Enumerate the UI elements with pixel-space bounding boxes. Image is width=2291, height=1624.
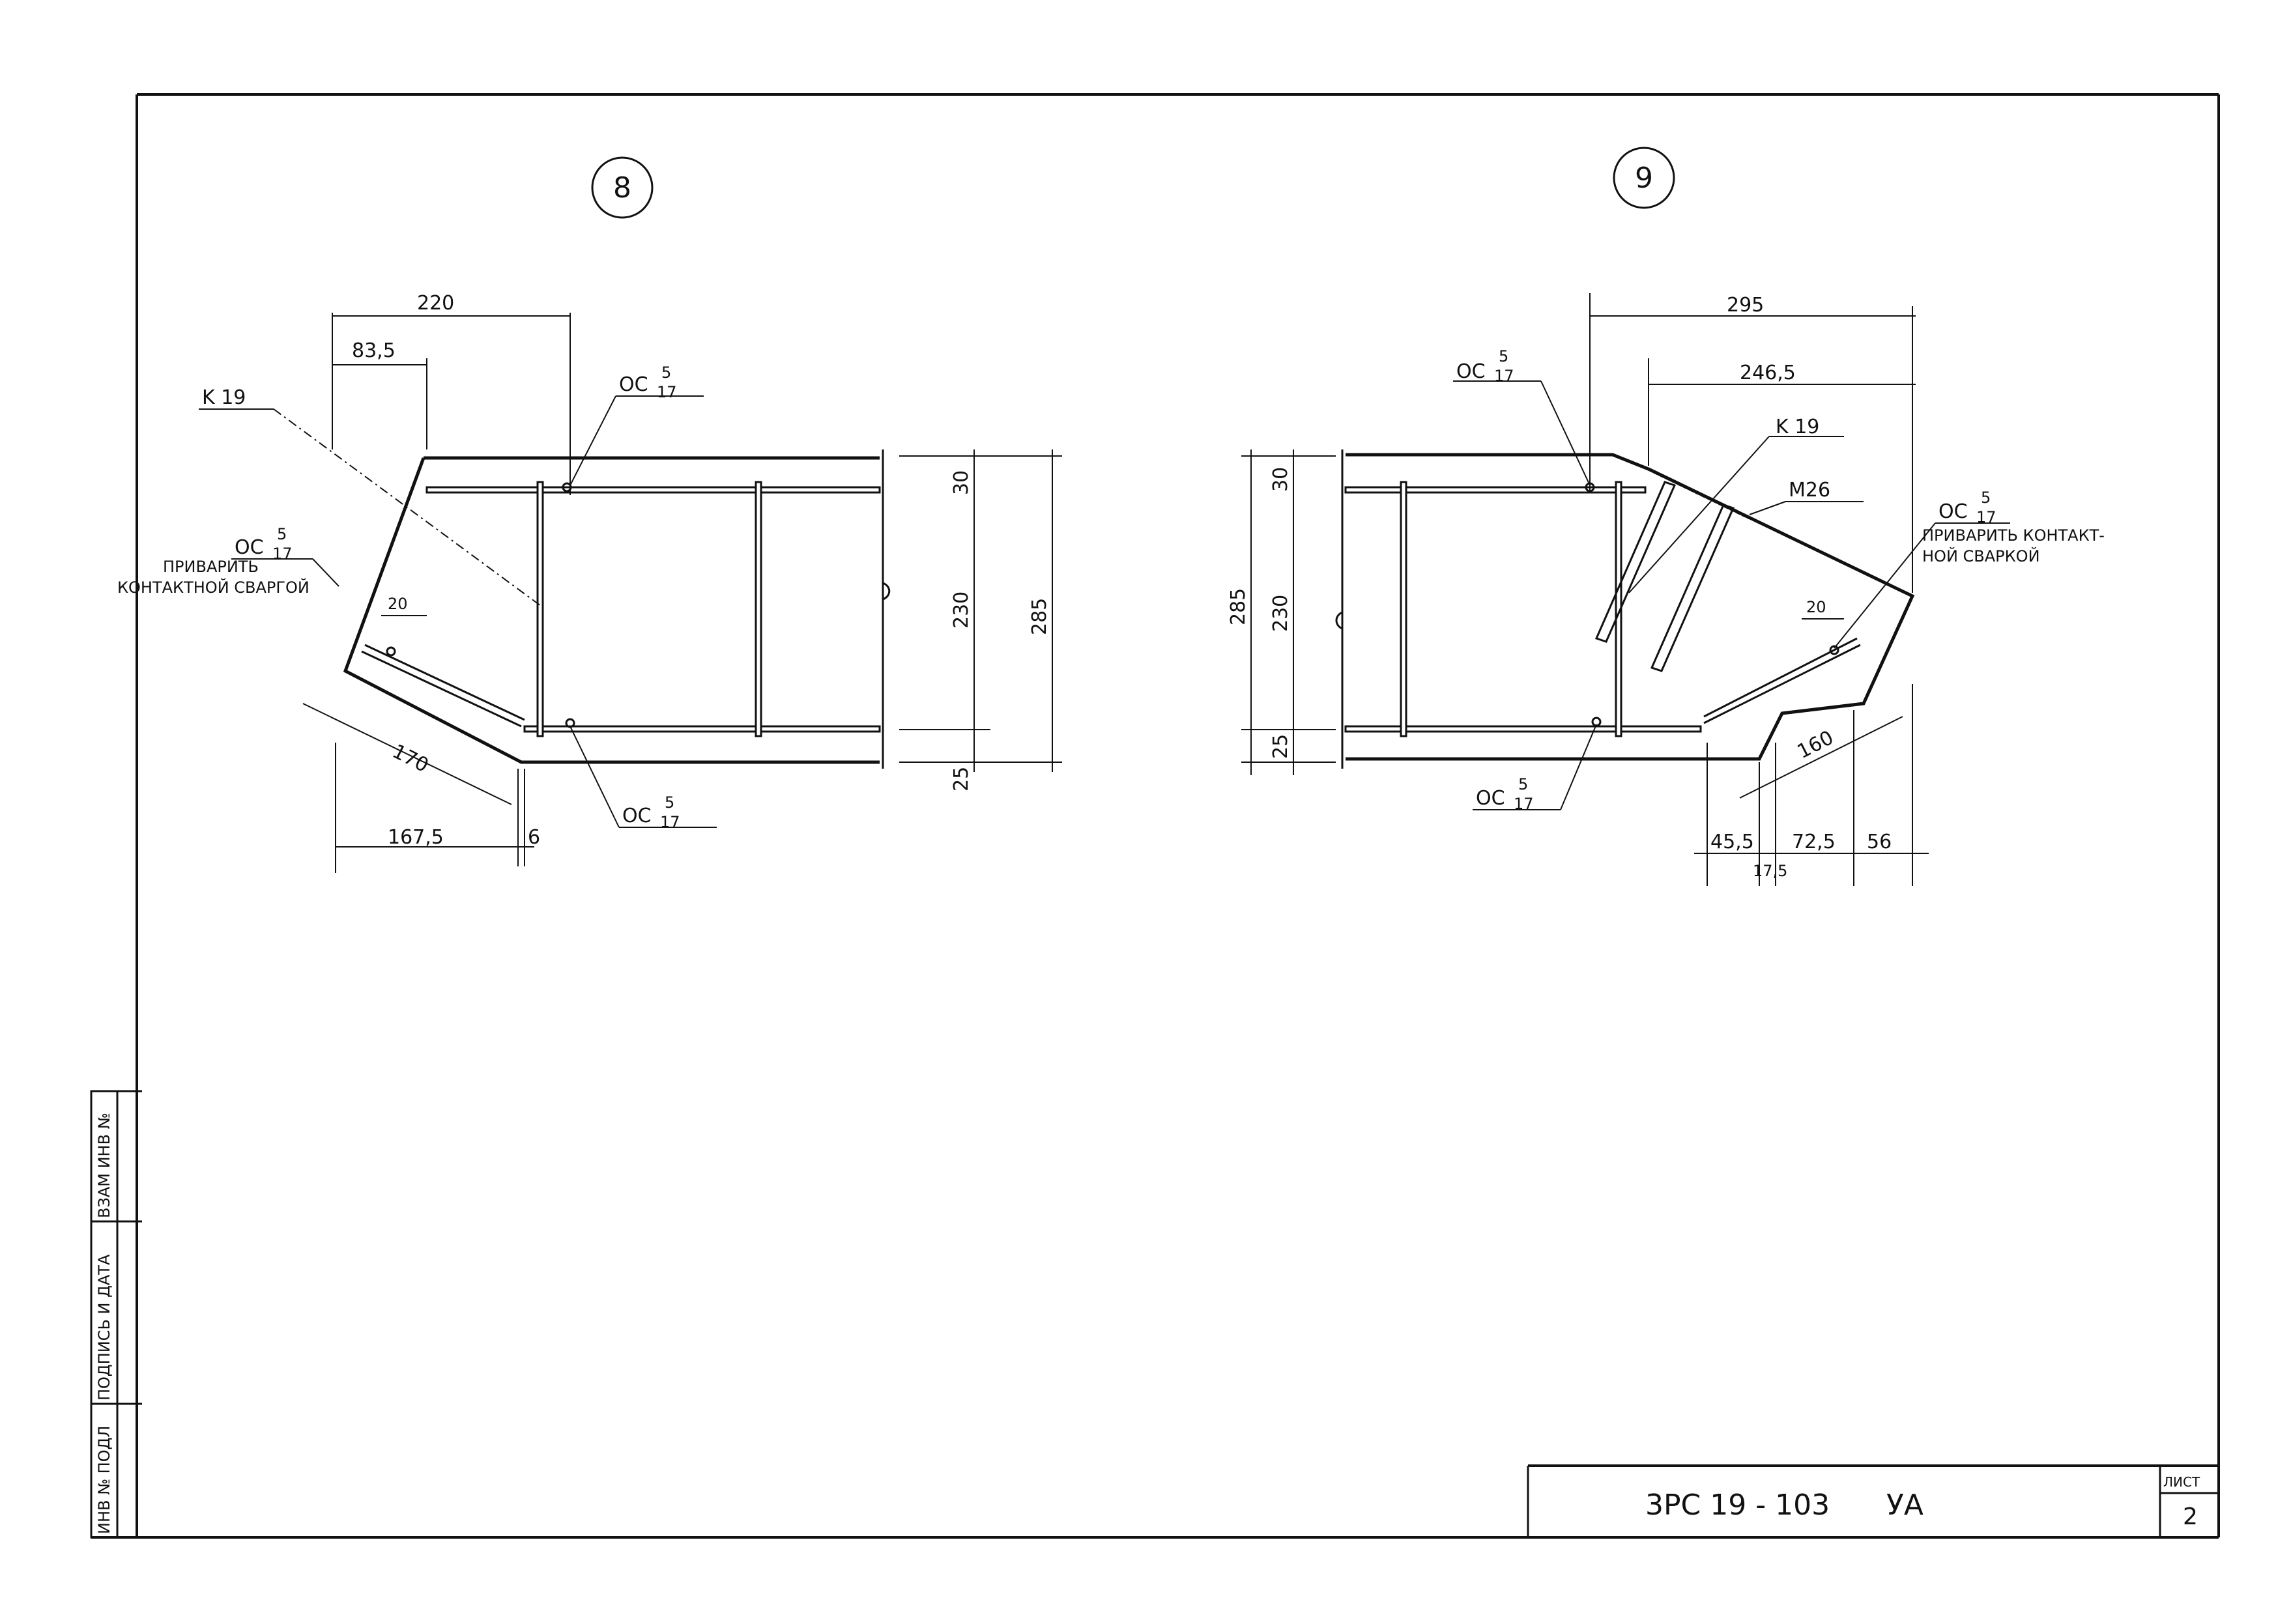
dim-30: 30 bbox=[950, 470, 973, 495]
label-weld-line1: ПРИВАРИТЬ bbox=[163, 558, 259, 576]
figure-8-number: 8 bbox=[613, 171, 631, 205]
label-oc-bottom-num: 5 bbox=[665, 793, 674, 812]
stamp-inv-original: ИНВ № ПОДЛ bbox=[95, 1426, 113, 1534]
sheet-number: 2 bbox=[2183, 1503, 2198, 1530]
title-block: 3PC 19 - 103 УА ЛИСТ 2 bbox=[1527, 1464, 2219, 1537]
document-suffix: УА bbox=[1886, 1489, 1924, 1522]
label-oc-left-den: 17 bbox=[272, 545, 293, 563]
label-m26: M26 bbox=[1789, 479, 1830, 502]
label-oc-left: OC bbox=[235, 536, 264, 559]
sheet-frame bbox=[91, 93, 2220, 1539]
figure-9-top-dims: 295 246,5 bbox=[1589, 293, 1916, 593]
dim-220: 220 bbox=[417, 292, 454, 315]
label-oc-bottom: OC bbox=[1476, 787, 1505, 810]
dim-45-5: 45,5 bbox=[1710, 831, 1754, 853]
figure-8-right-dims: 30 230 285 25 bbox=[899, 449, 1062, 791]
figure-9-outline bbox=[1346, 453, 1915, 761]
figure-8-cage bbox=[361, 481, 881, 737]
dim-20: 20 bbox=[388, 595, 408, 613]
label-oc-top-num: 5 bbox=[1499, 347, 1508, 365]
label-oc-top: OC bbox=[619, 373, 648, 396]
figure-8-top-dims: 220 83,5 bbox=[332, 292, 571, 495]
label-weld-line2: КОНТАКТНОЙ СВАРГОЙ bbox=[117, 578, 310, 597]
dim-72-5: 72,5 bbox=[1792, 831, 1836, 853]
label-weld-line1: ПРИВАРИТЬ КОНТАКТ- bbox=[1922, 526, 2105, 545]
dim-170: 170 bbox=[388, 740, 432, 777]
dim-6: 6 bbox=[528, 826, 540, 849]
figure-8-outline bbox=[343, 456, 880, 764]
label-weld-line2: НОЙ СВАРКОЙ bbox=[1922, 547, 2040, 565]
dim-167-5: 167,5 bbox=[388, 826, 444, 849]
dim-246-5: 246,5 bbox=[1740, 362, 1796, 384]
figure-8-labels: K 19 OC 5 17 OC 5 17 ПРИВАРИТЬ КОНТАКТНО… bbox=[117, 363, 717, 831]
figure-8-bottom-dims: 170 167,5 6 20 bbox=[302, 595, 540, 873]
figure-9-marker bbox=[1613, 147, 1675, 209]
label-oc-bottom-den: 17 bbox=[660, 813, 680, 831]
figure-9-labels: OC 5 17 K 19 M26 OC 5 17 ПРИВАРИТЬ КОНТА… bbox=[1453, 347, 2105, 813]
dim-17-5: 17,5 bbox=[1753, 862, 1787, 880]
label-oc-bottom: OC bbox=[622, 805, 652, 827]
label-k19: K 19 bbox=[1776, 416, 1819, 438]
figure-9: 9 295 246,5 bbox=[1227, 147, 2105, 886]
label-oc-top-den: 17 bbox=[1494, 367, 1514, 385]
dim-285: 285 bbox=[1028, 598, 1051, 635]
document-code: 3PC 19 - 103 bbox=[1645, 1489, 1830, 1522]
label-oc-right-num: 5 bbox=[1981, 489, 1991, 507]
dim-285: 285 bbox=[1227, 588, 1250, 625]
label-oc-left-num: 5 bbox=[277, 525, 287, 543]
dim-230: 230 bbox=[1269, 595, 1292, 632]
side-stamp: ИНВ № ПОДЛ ПОДПИСЬ И ДАТА ВЗАМ ИНВ № bbox=[90, 1090, 142, 1539]
figure-9-left-dims: 285 30 230 25 bbox=[1227, 449, 1336, 775]
dim-230: 230 bbox=[950, 591, 973, 629]
dim-25: 25 bbox=[950, 767, 973, 791]
figure-8: 8 220 83,5 bbox=[117, 156, 1062, 873]
label-oc-top-den: 17 bbox=[657, 383, 677, 401]
label-oc-right: OC bbox=[1938, 500, 1968, 523]
label-oc-top-num: 5 bbox=[661, 363, 671, 382]
label-oc-bottom-num: 5 bbox=[1518, 775, 1528, 793]
stamp-inv-replaced: ВЗАМ ИНВ № bbox=[95, 1113, 113, 1218]
dim-20: 20 bbox=[1806, 598, 1826, 616]
dim-83-5: 83,5 bbox=[352, 339, 396, 362]
label-oc-top: OC bbox=[1456, 360, 1486, 383]
dim-25: 25 bbox=[1269, 734, 1292, 759]
dim-30: 30 bbox=[1269, 467, 1292, 492]
stamp-sign-date: ПОДПИСЬ И ДАТА bbox=[95, 1254, 113, 1401]
figure-8-marker bbox=[591, 156, 654, 219]
dim-56: 56 bbox=[1867, 831, 1892, 853]
dim-295: 295 bbox=[1727, 294, 1764, 317]
figure-9-number: 9 bbox=[1635, 162, 1653, 195]
sheet-label: ЛИСТ bbox=[2163, 1474, 2200, 1490]
dim-160: 160 bbox=[1794, 726, 1837, 763]
figure-9-cage bbox=[1344, 467, 1861, 737]
label-k19: K 19 bbox=[202, 386, 246, 409]
